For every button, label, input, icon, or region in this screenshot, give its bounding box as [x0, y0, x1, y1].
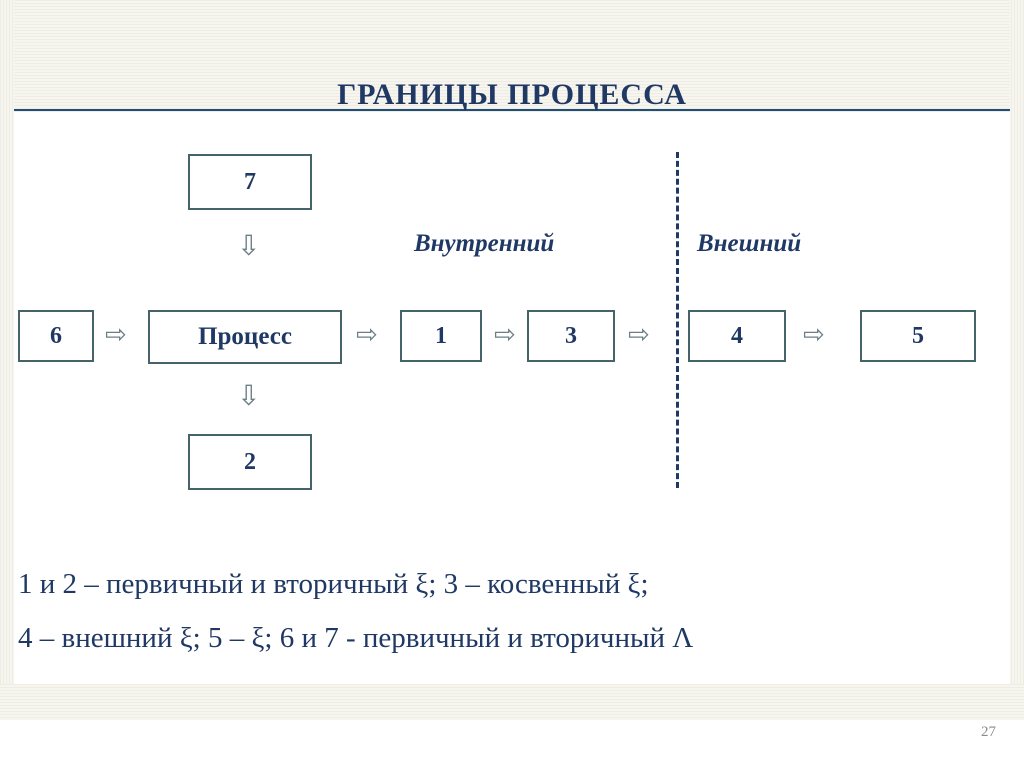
diagram-box-6: 6: [18, 310, 94, 362]
arrow-down-from-7: ⇩: [237, 229, 261, 262]
diagram-box-3: 3: [527, 310, 615, 362]
boundary-divider: [676, 152, 679, 488]
arrow-6-to-process: ⇨: [105, 320, 127, 350]
diagram-box-2: 2: [188, 434, 312, 490]
legend-line-2: 4 – внешний ξ; 5 – ξ; 6 и 7 - первичный …: [18, 622, 694, 654]
arrow-process-to-1: ⇨: [356, 320, 378, 350]
footer-area: [0, 720, 1024, 767]
diagram-box-1: 1: [400, 310, 482, 362]
page-number: 27: [981, 724, 996, 740]
decorative-top-border: [0, 0, 1024, 112]
legend-line-1: 1 и 2 – первичный и вторичный ξ; 3 – кос…: [18, 568, 649, 600]
diagram-box-process: Процесс: [148, 310, 342, 364]
zone-label-external: Внешний: [697, 230, 802, 257]
decorative-left-border: [0, 0, 14, 720]
arrow-3-to-4: ⇨: [628, 320, 650, 350]
arrow-4-to-5: ⇨: [803, 320, 825, 350]
title-underline: [14, 109, 1010, 111]
zone-label-internal: Внутренний: [414, 230, 555, 257]
diagram-box-7: 7: [188, 154, 312, 210]
arrow-1-to-3: ⇨: [494, 320, 516, 350]
diagram-box-5: 5: [860, 310, 976, 362]
diagram-box-4: 4: [688, 310, 786, 362]
decorative-bottom-border: [0, 684, 1024, 720]
decorative-right-border: [1010, 0, 1024, 720]
page-title: ГРАНИЦЫ ПРОЦЕССА: [337, 78, 687, 111]
slide-content-area: [14, 112, 1010, 684]
arrow-down-from-process: ⇩: [237, 379, 261, 412]
